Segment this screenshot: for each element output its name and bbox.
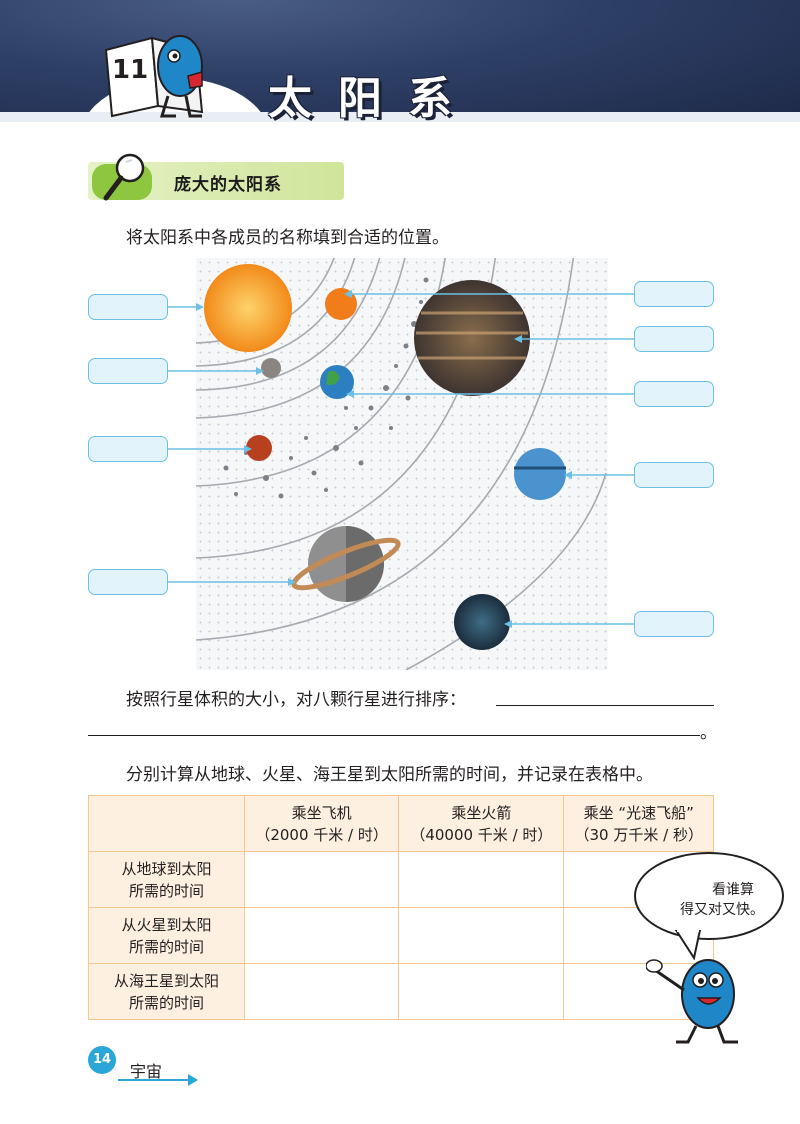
section-title: 庞大的太阳系: [174, 175, 282, 195]
answer-box-neptune[interactable]: [634, 611, 714, 637]
mascot-character: [646, 959, 738, 1044]
cell-mars-plane[interactable]: [243, 907, 400, 964]
row-label-neptune: 从海王星到太阳所需的时间: [88, 963, 245, 1020]
answer-box-jupiter[interactable]: [634, 326, 714, 352]
table-header-rocket: 乘坐火箭（40000 千米 / 时）: [398, 795, 565, 852]
solar-system-illustration: [195, 252, 607, 671]
sort-answer-line-2[interactable]: [88, 714, 700, 736]
mercury: [261, 358, 281, 378]
page-header: 11 太阳系: [0, 0, 800, 122]
cell-earth-rocket[interactable]: [398, 851, 565, 908]
table-header-plane: 乘坐飞机（2000 千米 / 时）: [243, 795, 400, 852]
header-band: [0, 112, 800, 122]
sort-answer-line-1[interactable]: [496, 684, 714, 706]
row-label-mars: 从火星到太阳所需的时间: [88, 907, 245, 964]
answer-box-venus[interactable]: [634, 281, 714, 307]
answer-box-uranus[interactable]: [634, 462, 714, 488]
page-number: 14: [88, 1046, 116, 1074]
saturn-ring: [291, 537, 401, 591]
sun: [204, 264, 292, 352]
row-label-earth: 从地球到太阳所需的时间: [88, 851, 245, 908]
travel-time-table: 乘坐飞机（2000 千米 / 时） 乘坐火箭（40000 千米 / 时） 乘坐 …: [88, 795, 714, 1020]
answer-box-mercury[interactable]: [88, 358, 168, 384]
answer-box-mars[interactable]: [88, 436, 168, 462]
sort-period: 。: [700, 723, 717, 743]
answer-box-earth[interactable]: [634, 381, 714, 407]
neptune: [454, 594, 510, 650]
table-header-lightship: 乘坐 “光速飞船”（30 万千米 / 秒）: [563, 795, 714, 852]
jupiter-bands: [416, 311, 528, 360]
table-row: 从地球到太阳所需的时间: [88, 851, 714, 908]
magnifier-icon: [92, 153, 152, 201]
mars: [246, 435, 272, 461]
pointer-arrows: [168, 290, 634, 628]
cell-mars-rocket[interactable]: [398, 907, 565, 964]
answer-box-sun[interactable]: [88, 294, 168, 320]
table-row: 从火星到太阳所需的时间: [88, 907, 714, 964]
arrow-right-icon: [118, 1074, 198, 1086]
table-header-row: 乘坐飞机（2000 千米 / 时） 乘坐火箭（40000 千米 / 时） 乘坐 …: [88, 795, 714, 852]
solar-system-diagram: [195, 252, 608, 671]
cell-neptune-rocket[interactable]: [398, 963, 565, 1020]
speech-bubble: [634, 852, 784, 940]
uranus: [514, 448, 566, 500]
table-row: 从海王星到太阳所需的时间: [88, 963, 714, 1020]
saturn-shade: [346, 526, 384, 602]
speech-bubble-text: 看谁算 得又对又快。: [680, 882, 764, 918]
table-header-empty: [88, 795, 245, 852]
mascot-character: [157, 35, 203, 118]
cell-neptune-plane[interactable]: [243, 963, 400, 1020]
speech-bubble-tail: [674, 930, 702, 960]
answer-box-saturn[interactable]: [88, 569, 168, 595]
instruction-fill-names: 将太阳系中各成员的名称填到合适的位置。: [126, 228, 449, 248]
instruction-sort-by-volume: 按照行星体积的大小，对八颗行星进行排序：: [126, 690, 466, 710]
jupiter: [414, 280, 530, 396]
footer-label: 宇宙: [130, 1062, 163, 1081]
instruction-calculate-time: 分别计算从地球、火星、海王星到太阳所需的时间，并记录在表格中。: [126, 765, 653, 785]
cell-earth-plane[interactable]: [243, 851, 400, 908]
page-title: 太阳系: [268, 73, 478, 122]
chapter-number: 11: [112, 55, 148, 85]
earth-land: [326, 370, 340, 386]
